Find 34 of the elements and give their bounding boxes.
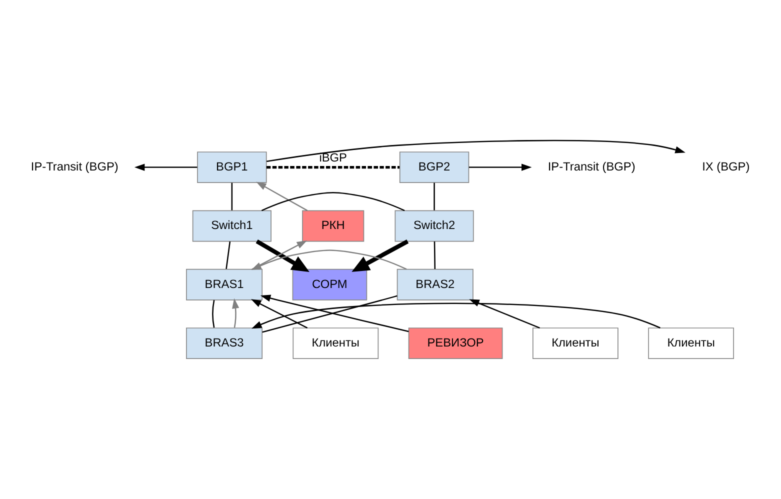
arrow	[252, 302, 660, 329]
node-box: BRAS2	[396, 268, 474, 300]
arrow	[250, 299, 308, 329]
connector	[212, 300, 215, 328]
connector	[226, 241, 231, 270]
node-text: IP-Transit (BGP)	[548, 159, 636, 174]
connector	[434, 241, 436, 269]
node-box: Клиенты	[292, 328, 379, 360]
connector	[434, 182, 435, 210]
node-box: Switch2	[394, 210, 474, 242]
node-box: Клиенты	[648, 328, 734, 360]
node-text: IP-Transit (BGP)	[30, 159, 118, 174]
arrow	[266, 140, 686, 162]
node-box: СОРМ	[292, 268, 368, 300]
node-box: BRAS3	[186, 328, 263, 360]
arrow	[352, 239, 409, 272]
connector	[231, 182, 233, 210]
node-box: BRAS1	[186, 268, 263, 300]
node-box: BGP2	[399, 152, 470, 184]
connector	[261, 192, 405, 212]
node-box: Switch1	[192, 210, 272, 242]
arrow	[469, 299, 540, 329]
arrow	[134, 164, 198, 171]
node-box: Клиенты	[532, 328, 618, 360]
edge-label: iBGP	[319, 150, 347, 165]
node-box: РЕВИЗОР	[408, 328, 503, 360]
connector	[266, 166, 400, 169]
arrow	[469, 164, 532, 171]
node-box: РКН	[302, 210, 364, 242]
arrow	[232, 298, 240, 328]
arrow	[256, 182, 308, 212]
node-box: BGP1	[197, 152, 267, 184]
arrow	[251, 250, 407, 270]
node-text: IX (BGP)	[702, 159, 750, 174]
